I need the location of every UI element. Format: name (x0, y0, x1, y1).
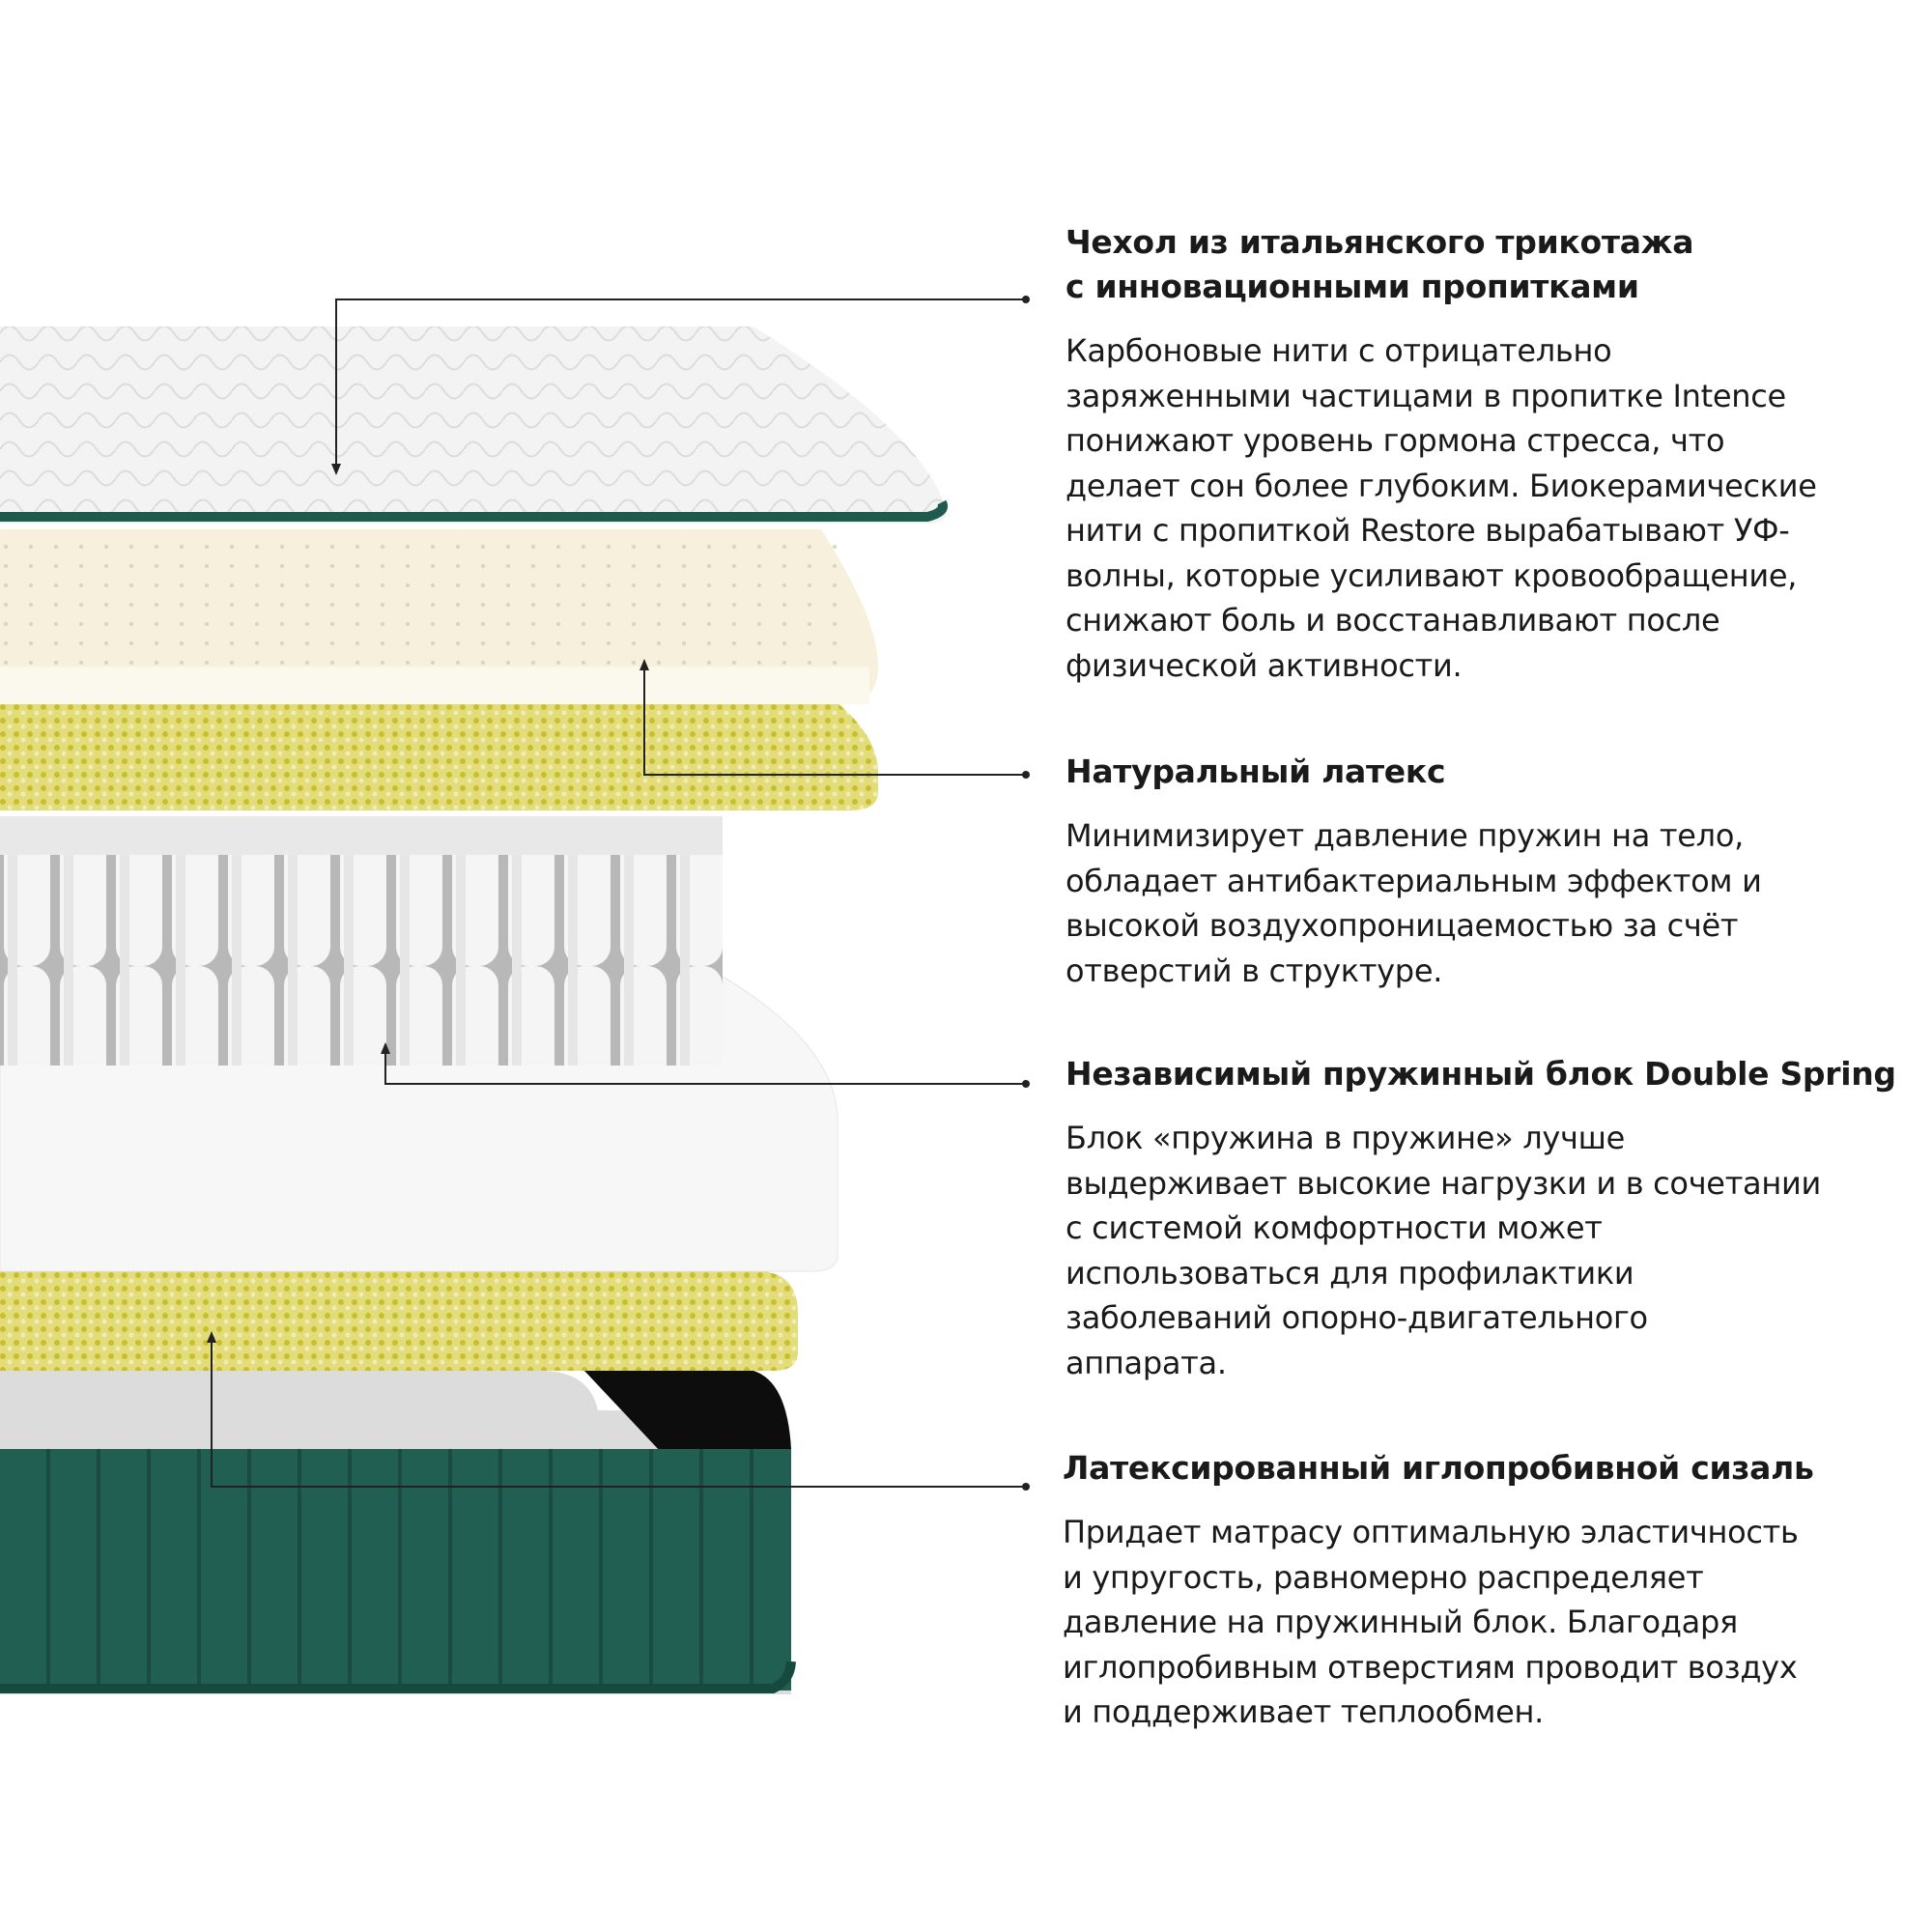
cover-layer (0, 327, 948, 524)
leader-line-latex (643, 661, 1024, 776)
layer-title: Независимый пружинный блок Double Spring (1065, 1055, 1896, 1093)
layer-description-latex: Натуральный латекс Минимизирует давление… (1065, 750, 1916, 993)
layer-title: Натуральный латекс (1065, 753, 1446, 790)
lower-sisal-layer (0, 1271, 798, 1371)
layer-description-sisal: Латексированный иглопробивной сизаль При… (1063, 1446, 1913, 1735)
leader-line-springs (384, 1044, 1024, 1085)
base-layer (0, 1371, 796, 1694)
leader-lines (211, 298, 1024, 1488)
layer-text: Минимизирует давление пружин на тело,обл… (1065, 817, 1762, 989)
leader-line-sisal (211, 1333, 1024, 1488)
spring-block-layer (0, 816, 723, 1065)
layer-text: Придает матрасу оптимальную эластичность… (1063, 1514, 1799, 1730)
leader-markers (207, 296, 1030, 1491)
upper-sisal-layer (0, 697, 878, 810)
leader-line-cover (335, 298, 1024, 473)
layer-description-springs: Независимый пружинный блок Double Spring… (1065, 1052, 1916, 1385)
layer-title: Латексированный иглопробивной сизаль (1063, 1449, 1814, 1487)
latex-layer (0, 529, 878, 704)
